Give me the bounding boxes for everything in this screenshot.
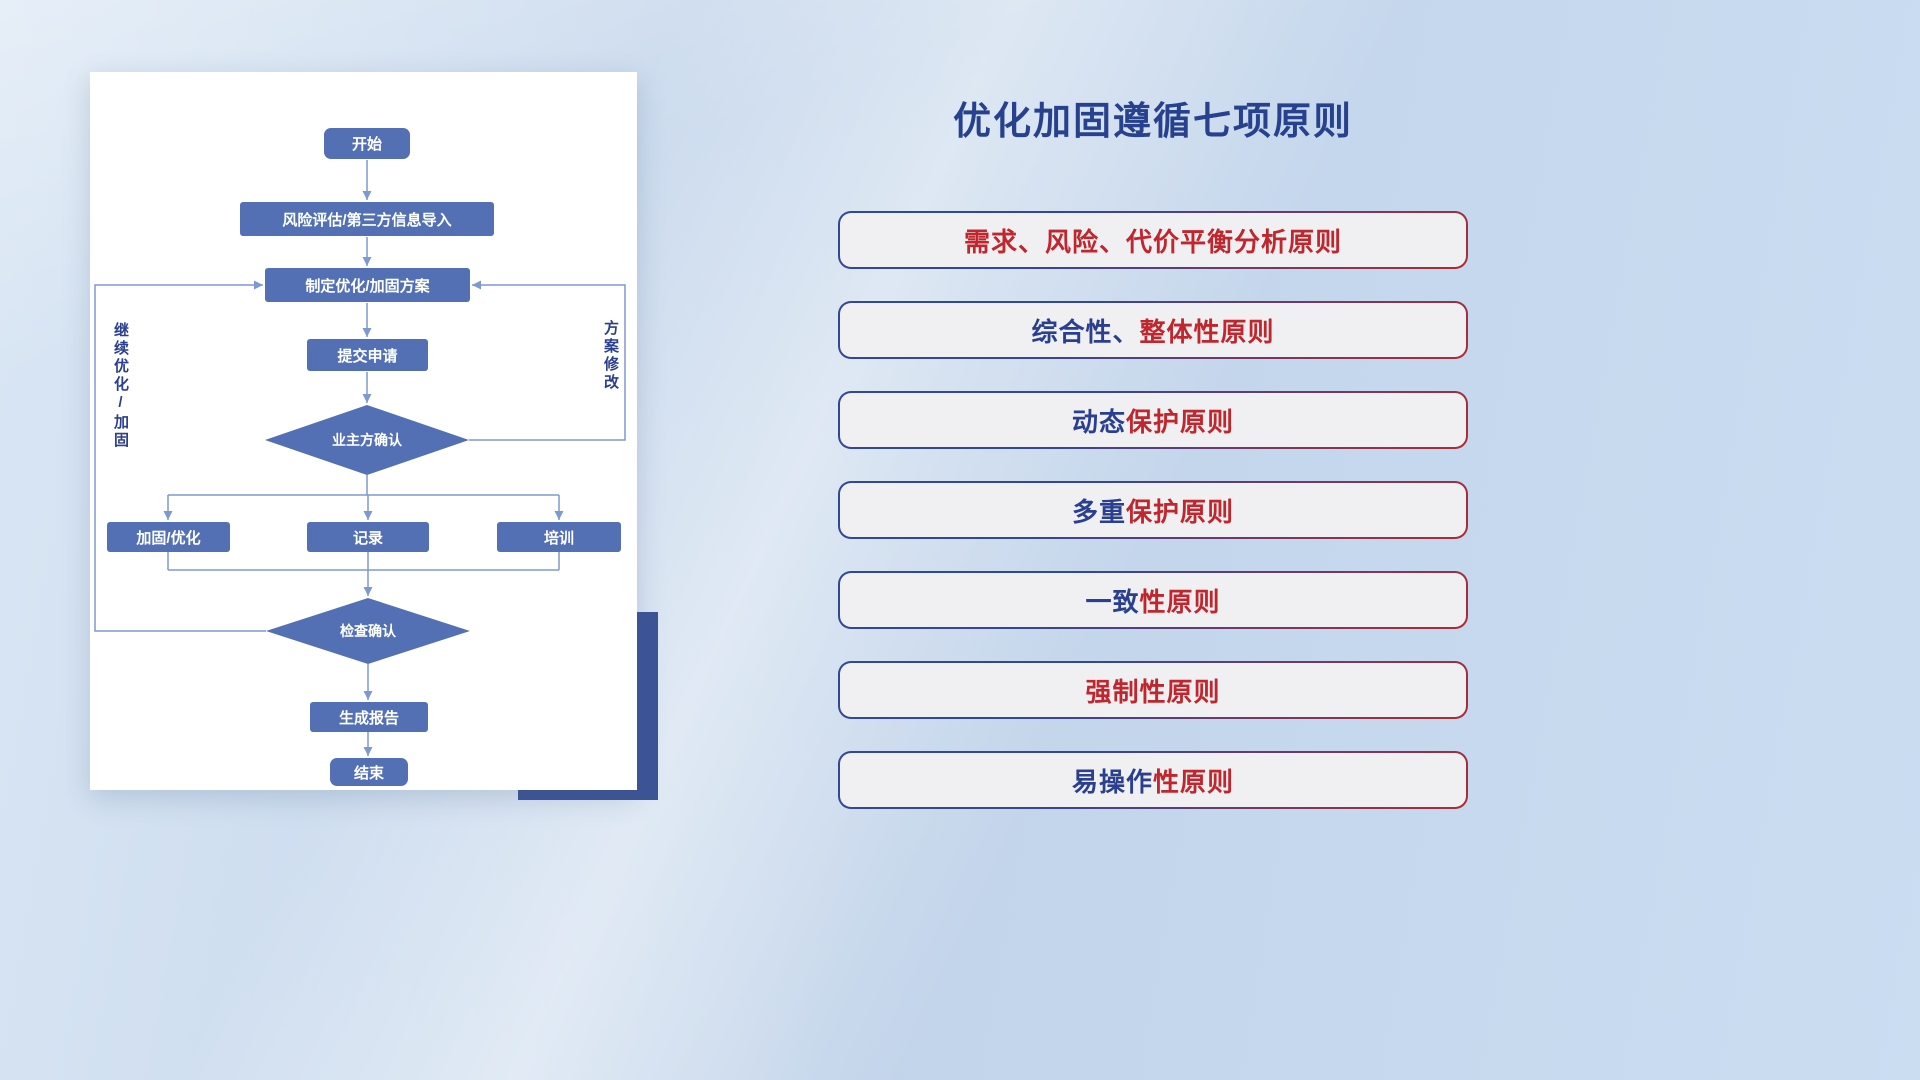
- flow-node-start: 开始: [324, 128, 410, 159]
- flow-node-reinforce: 加固/优化: [107, 522, 230, 552]
- principle-5-red-text: 性原则: [1139, 586, 1221, 617]
- principle-7-red-text: 性原则: [1153, 766, 1235, 797]
- edge-label-modify: 方案修改: [602, 320, 619, 392]
- principle-6-red-text: 强制性原则: [1085, 676, 1221, 707]
- page-title: 优化加固遵循七项原则: [952, 101, 1353, 143]
- principle-pill-7: 易操作性原则: [838, 751, 1468, 809]
- principle-3-red-text: 保护原则: [1126, 406, 1235, 437]
- flow-node-submit: 提交申请: [307, 339, 428, 371]
- flow-node-end: 结束: [330, 758, 408, 786]
- flow-node-risk: 风险评估/第三方信息导入: [240, 202, 494, 236]
- principle-pill-6: 强制性原则: [838, 661, 1468, 719]
- principle-pill-5: 一致性原则: [838, 571, 1468, 629]
- principle-pill-4: 多重保护原则: [838, 481, 1468, 539]
- flow-connectors: [94, 160, 626, 756]
- principle-2-blue-text: 综合性、: [1031, 316, 1140, 347]
- flow-node-plan: 制定优化/加固方案: [265, 268, 470, 302]
- principle-1-red-text: 需求、风险、代价平衡分析原则: [963, 226, 1342, 257]
- flowchart-card: 开始 风险评估/第三方信息导入 制定优化/加固方案 提交申请 业主方确认 加固/…: [90, 72, 637, 790]
- principle-pill-3: 动态保护原则: [838, 391, 1468, 449]
- principle-2-red-text: 整体性原则: [1139, 316, 1275, 347]
- principle-pill-1: 需求、风险、代价平衡分析原则: [838, 211, 1468, 269]
- principle-4-blue-text: 多重: [1071, 496, 1126, 527]
- principle-4-red-text: 保护原则: [1126, 496, 1235, 527]
- principle-pill-2: 综合性、整体性原则: [838, 301, 1468, 359]
- principle-5-blue-text: 一致: [1085, 586, 1140, 617]
- flow-node-report: 生成报告: [310, 702, 428, 732]
- principles-panel: 优化加固遵循七项原则 需求、风险、代价平衡分析原则 综合性、整体性原则 动态保护…: [838, 90, 1468, 841]
- principle-7-blue-text: 易操作: [1071, 766, 1153, 797]
- edge-label-continue: 继续优化/加固: [112, 322, 129, 450]
- flow-node-training: 培训: [497, 522, 621, 552]
- flow-node-record: 记录: [307, 522, 429, 552]
- principle-3-blue-text: 动态: [1071, 406, 1126, 437]
